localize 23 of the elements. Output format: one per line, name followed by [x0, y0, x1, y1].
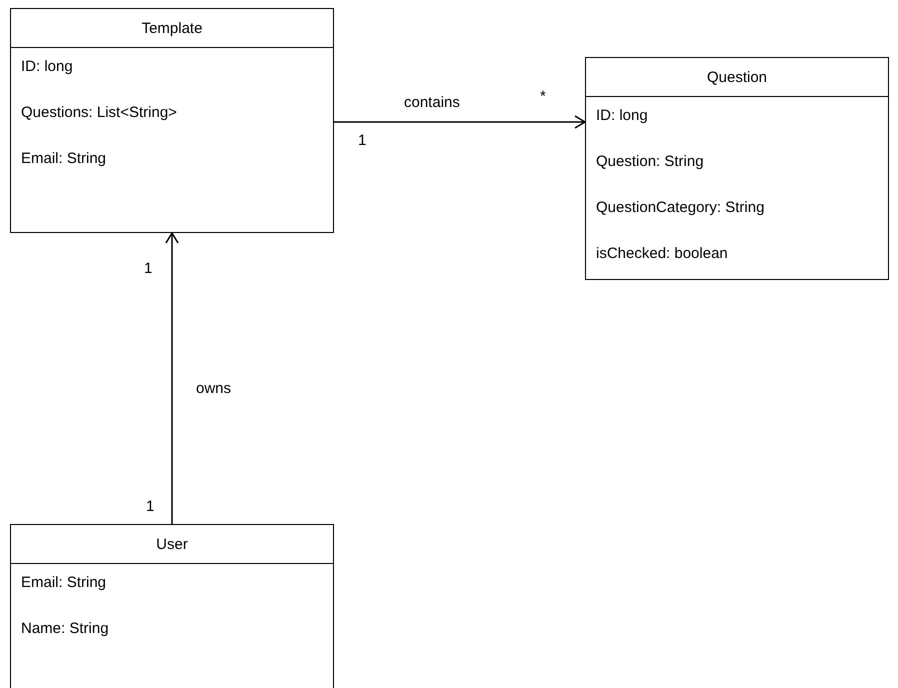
- edge-label: owns: [196, 380, 232, 397]
- multiplicity-label: 1: [144, 260, 152, 277]
- association-arrow: [334, 115, 586, 129]
- multiplicity-label: *: [540, 88, 546, 105]
- multiplicity-label: 1: [146, 498, 154, 515]
- class-box: [10, 8, 334, 233]
- edge-label: contains: [404, 94, 460, 111]
- class-box: [585, 57, 889, 280]
- association-arrow: [165, 232, 179, 524]
- attribute-text: isChecked: boolean: [596, 245, 728, 262]
- multiplicity-label: 1: [358, 132, 366, 149]
- class-name: Template: [11, 9, 333, 48]
- attribute-text: QuestionCategory: String: [596, 199, 764, 216]
- attribute-text: Question: String: [596, 153, 704, 170]
- attribute-text: ID: long: [21, 58, 73, 75]
- class-name: User: [11, 525, 333, 564]
- attribute-text: ID: long: [596, 107, 648, 124]
- class-box: [10, 524, 334, 688]
- attribute-text: Questions: List<String>: [21, 104, 177, 121]
- attribute-text: Name: String: [21, 620, 109, 637]
- attribute-text: Email: String: [21, 150, 106, 167]
- class-name: Question: [586, 58, 888, 97]
- attribute-text: Email: String: [21, 574, 106, 591]
